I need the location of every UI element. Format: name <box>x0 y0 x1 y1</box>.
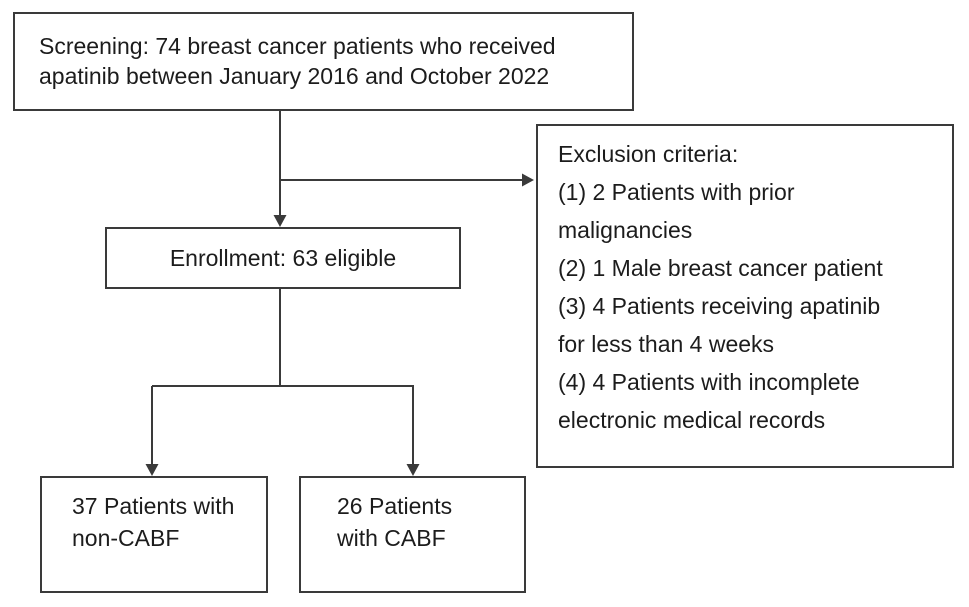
exclusion-item-4-cont: electronic medical records <box>558 407 826 433</box>
arrowhead-noncabf <box>145 464 159 476</box>
non-cabf-line-2: non-CABF <box>72 525 180 551</box>
screening-box: Screening: 74 breast cancer patients who… <box>13 12 634 111</box>
cabf-box: 26 Patients with CABF <box>299 476 526 593</box>
cabf-line-1: 26 Patients <box>337 493 453 519</box>
screening-line-1: Screening: 74 breast cancer patients who… <box>39 33 556 59</box>
exclusion-item-3-cont: for less than 4 weeks <box>558 331 775 357</box>
exclusion-title: Exclusion criteria: <box>558 141 739 167</box>
exclusion-item-3: (3) 4 Patients receiving apatinib <box>558 293 881 319</box>
exclusion-item-1: (1) 2 Patients with prior <box>558 179 795 205</box>
exclusion-item-2: (2) 1 Male breast cancer patient <box>558 255 883 281</box>
arrowhead-exclusion <box>522 173 534 187</box>
non-cabf-line-1: 37 Patients with <box>72 493 235 519</box>
non-cabf-box: 37 Patients with non-CABF <box>40 476 268 593</box>
arrowhead-enrollment <box>273 215 287 227</box>
exclusion-criteria-box: Exclusion criteria: (1) 2 Patients with … <box>536 124 954 468</box>
arrowhead-cabf <box>406 464 420 476</box>
exclusion-item-1-cont: malignancies <box>558 217 693 243</box>
screening-line-2: apatinib between January 2016 and Octobe… <box>39 63 550 89</box>
enrollment-label: Enrollment: 63 eligible <box>169 244 397 271</box>
enrollment-box: Enrollment: 63 eligible <box>105 227 461 289</box>
cabf-line-2: with CABF <box>337 525 446 551</box>
exclusion-item-4: (4) 4 Patients with incomplete <box>558 369 860 395</box>
